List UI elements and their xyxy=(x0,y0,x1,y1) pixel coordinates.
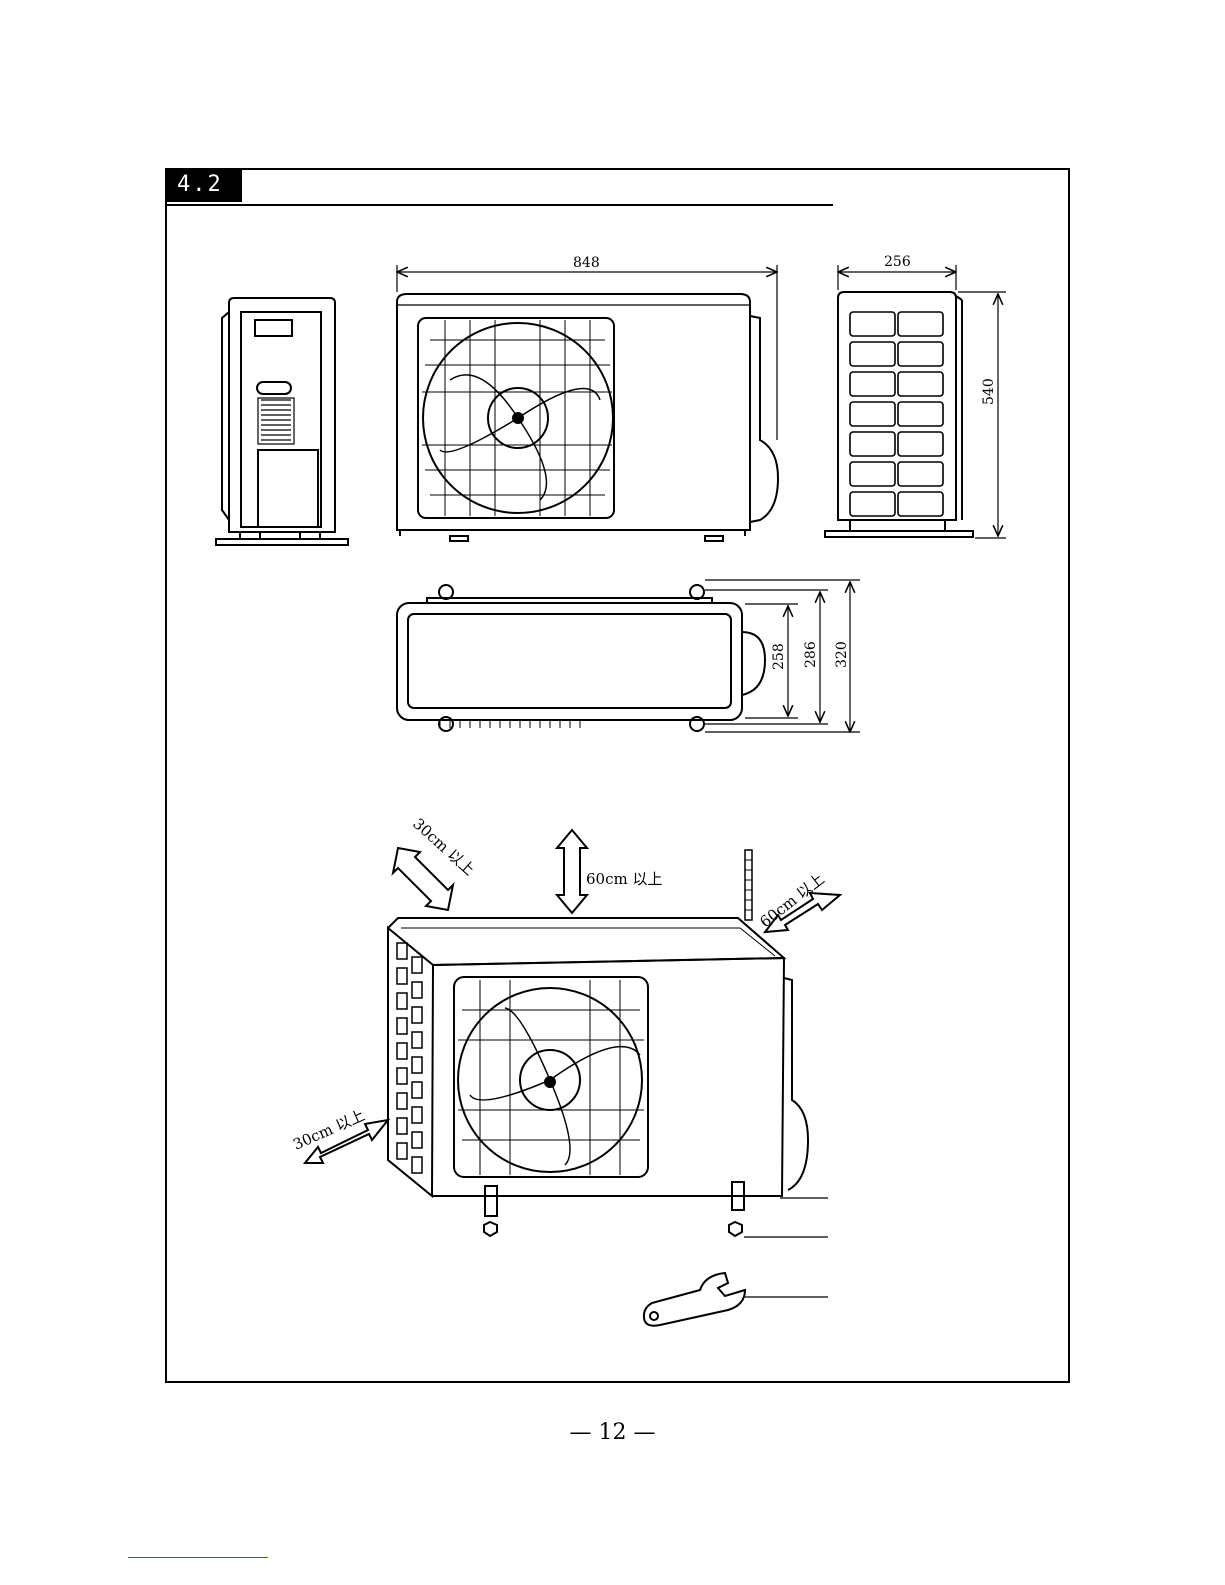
footer-link-underline xyxy=(128,1557,268,1558)
perspective-view xyxy=(388,850,808,1326)
page-number: — 12 — xyxy=(0,1420,1225,1445)
dim-286-label: 286 xyxy=(803,641,819,668)
back-view xyxy=(825,292,973,537)
dim-depth-label: 256 xyxy=(884,254,911,270)
dimension-lines xyxy=(397,265,1006,732)
dim-width-label: 848 xyxy=(573,255,600,271)
dim-258-label: 258 xyxy=(771,643,787,670)
clearance-arrows xyxy=(305,830,840,1163)
clearance-top-label: 60cm 以上 xyxy=(586,870,662,888)
dim-height-label: 540 xyxy=(981,378,997,405)
leader-lines xyxy=(744,1198,828,1297)
clearance-left-side-label: 30cm 以上 xyxy=(290,1106,367,1154)
top-view xyxy=(397,585,765,731)
front-view xyxy=(397,294,778,541)
side-view xyxy=(216,298,348,545)
dim-320-label: 320 xyxy=(834,641,850,668)
